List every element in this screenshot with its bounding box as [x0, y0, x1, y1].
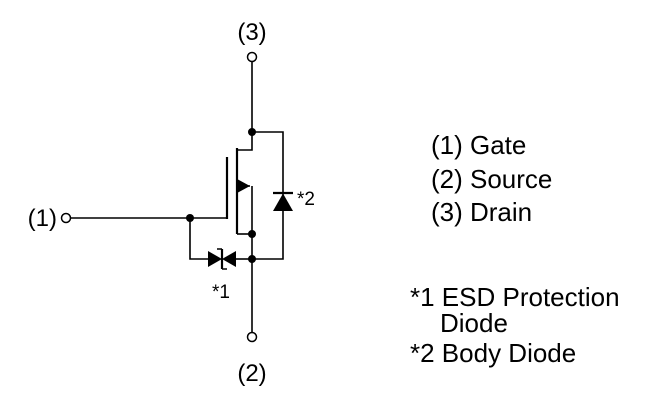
- esd-left-wire: [189, 218, 208, 260]
- drain-terminal: (3): [237, 19, 267, 132]
- body-diode: *2: [252, 131, 315, 260]
- gate-terminal: (1): [28, 205, 227, 232]
- source-pin-label: (2): [237, 360, 266, 387]
- source-terminal-circle: [246, 331, 258, 343]
- gate-terminal-circle: [60, 212, 72, 224]
- note1-line2: Diode: [440, 308, 508, 338]
- esd-diode-right-triangle-icon: [222, 251, 236, 267]
- source-terminal: (2): [237, 186, 267, 387]
- legend-gate: (1) Gate: [431, 130, 526, 160]
- note2: *2 Body Diode: [410, 338, 576, 368]
- note1-line1: *1 ESD Protection: [410, 282, 620, 312]
- mosfet-symbol: [225, 132, 253, 235]
- esd-protection-diode: *1: [189, 218, 252, 303]
- gate-pin-label: (1): [28, 205, 57, 232]
- legend-source: (2) Source: [431, 164, 552, 194]
- body-diode-wire: [252, 131, 284, 260]
- drain-pin-label: (3): [237, 19, 266, 46]
- mosfet-body-arrow-icon: [238, 179, 250, 193]
- body-diode-triangle-icon: [273, 193, 293, 211]
- esd-note-ref-label: *1: [212, 282, 230, 303]
- footnotes: *1 ESD Protection Diode *2 Body Diode: [410, 282, 620, 368]
- esd-diode-zener-hooks: [217, 248, 227, 270]
- drain-terminal-circle: [246, 51, 258, 63]
- pin-legend: (1) Gate (2) Source (3) Drain: [431, 130, 552, 227]
- body-diode-note-ref-label: *2: [297, 189, 315, 210]
- mosfet-drain-stub: [237, 132, 253, 151]
- legend-drain: (3) Drain: [431, 197, 532, 227]
- esd-diode-left-triangle-icon: [208, 251, 222, 267]
